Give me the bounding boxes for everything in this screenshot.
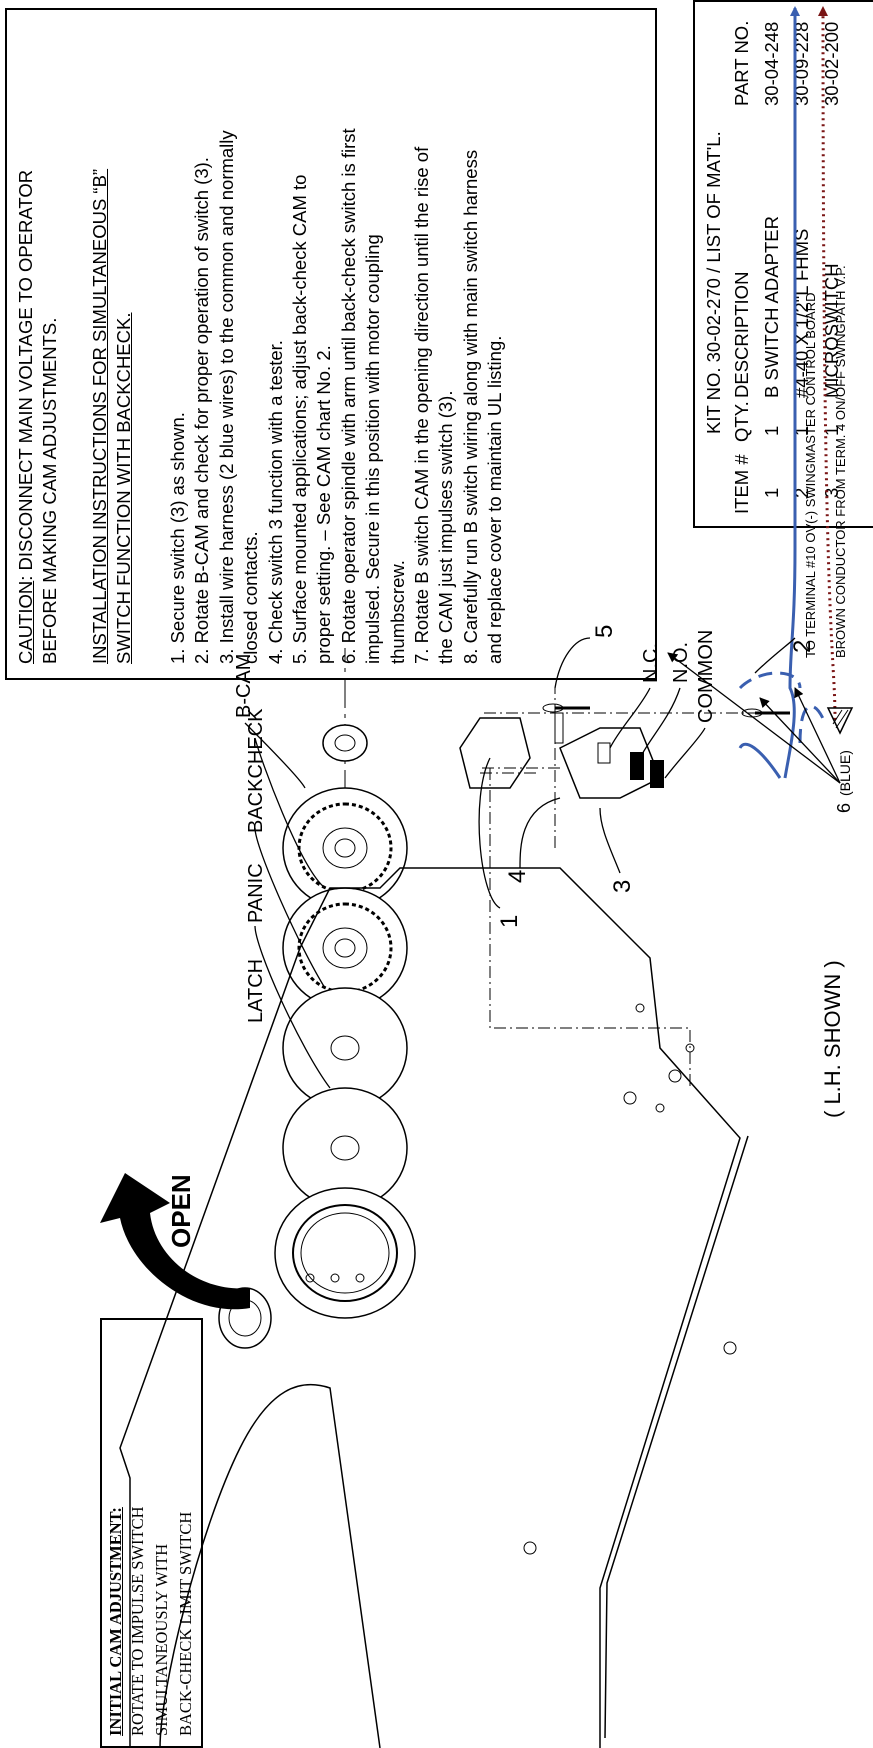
b-cam-icon — [322, 724, 368, 762]
label-item6: 6 — [834, 803, 854, 813]
leader-backcheck — [254, 737, 326, 889]
leader-item5 — [554, 637, 591, 689]
label-no: N.O. — [670, 642, 692, 683]
motor-housing — [159, 1383, 381, 1748]
assembly-centerlines-2 — [480, 712, 760, 774]
label-brown-conductor: BROWN CONDUCTOR FROM TERM. 4 ON/OFF SWIN… — [833, 265, 848, 658]
blue-wire-to-switch — [738, 742, 782, 779]
label-panic: PANIC — [245, 863, 267, 923]
label-backcheck: BACKCHECK — [245, 708, 267, 833]
leader-item3 — [599, 807, 621, 874]
pin-item4-icon — [554, 712, 564, 744]
leader-item6-c — [667, 652, 841, 784]
switch-adapter — [459, 717, 531, 789]
label-item1: 1 — [496, 915, 523, 928]
leader-item4 — [519, 797, 561, 869]
motor-shaft-boss — [218, 1287, 272, 1349]
screw-item5-icon — [542, 703, 590, 713]
assembly-centerlines — [480, 688, 691, 1088]
label-item6-note: (BLUE) — [837, 750, 853, 796]
label-lh-shown: ( L.H. SHOWN ) — [820, 960, 845, 1118]
blue-wire-solid — [783, 6, 800, 779]
switch-terminal-no — [630, 752, 644, 780]
cam-stack — [274, 724, 416, 1319]
leader-b-cam — [244, 722, 306, 789]
cam-panic-disc — [282, 987, 408, 1109]
microswitch-assembly — [559, 727, 664, 799]
leader-common — [664, 727, 706, 779]
label-item5: 5 — [591, 625, 618, 638]
leader-no — [639, 687, 681, 759]
label-item3: 3 — [609, 880, 636, 893]
open-rotation-arrow-icon — [100, 1173, 250, 1310]
blue-wire-dashed-2 — [738, 671, 802, 690]
leader-latch — [254, 925, 331, 1089]
leader-item1 — [478, 757, 501, 909]
plate-edge — [604, 1135, 749, 1739]
label-common: COMMON — [695, 630, 717, 723]
leader-item2 — [754, 637, 796, 674]
base-bearing — [274, 1187, 416, 1319]
leader-nc — [609, 687, 651, 749]
label-open: OPEN — [166, 1174, 196, 1248]
leader-item6-b — [759, 697, 841, 784]
blue-wire-dashed — [798, 704, 827, 744]
leader-panic — [254, 827, 326, 989]
leader-item6-a — [794, 687, 841, 784]
label-latch: LATCH — [245, 959, 267, 1023]
switch-terminal-nc — [597, 742, 611, 764]
label-item4: 4 — [504, 870, 531, 883]
switch-terminal-com — [650, 760, 664, 788]
label-b-cam: B-CAM — [233, 654, 255, 718]
label-blue-wire: TO TERMINAL #10 OV(-) SWINGMASTER CONTRO… — [803, 293, 818, 659]
label-item2: 2 — [789, 640, 816, 653]
label-nc: N.C. — [640, 643, 662, 683]
ground-symbol-icon — [826, 707, 854, 735]
mounting-plate — [119, 867, 741, 1748]
plate-holes — [305, 1003, 737, 1555]
